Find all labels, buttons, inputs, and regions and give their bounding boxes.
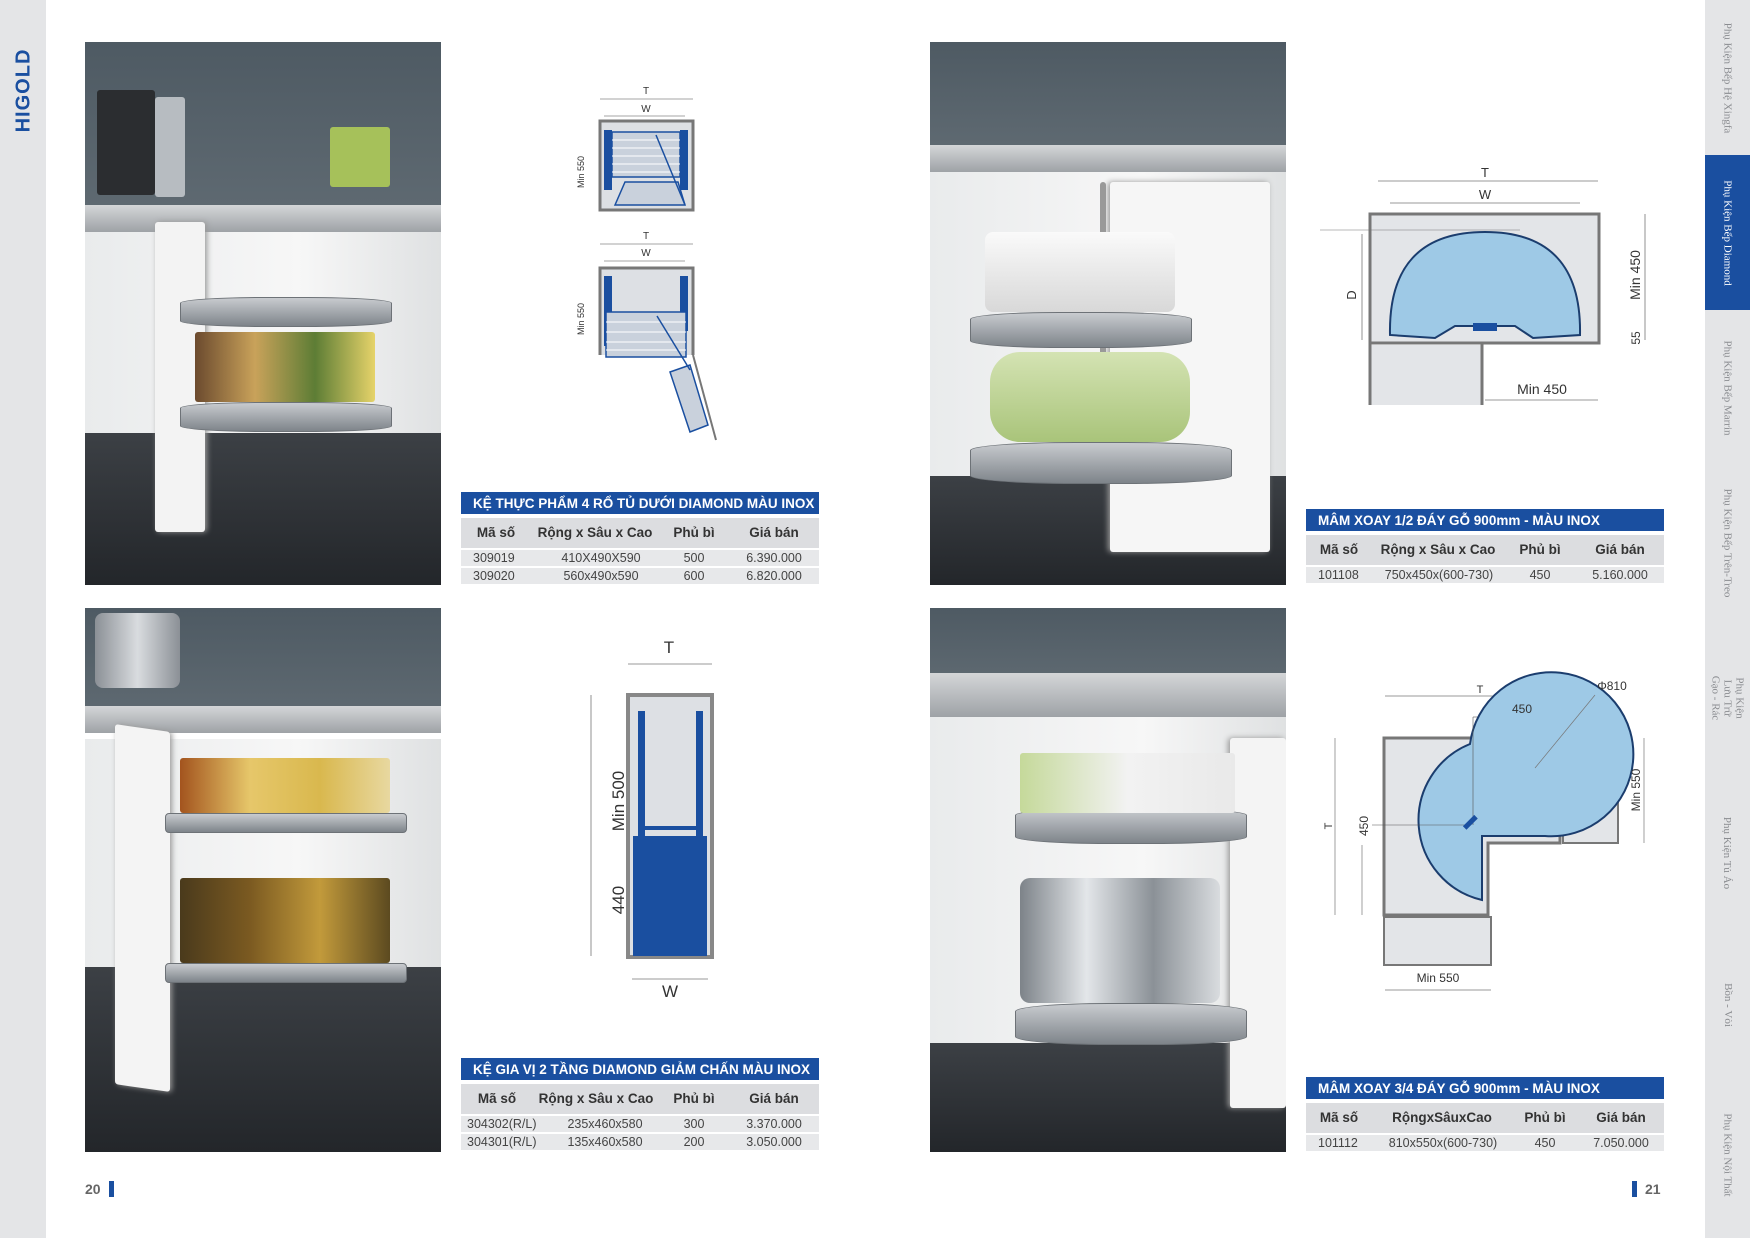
- section-tab-tu-ao[interactable]: Phụ Kiện Tủ Áo: [1721, 816, 1734, 889]
- higold-logo: HIGOLD: [12, 48, 35, 132]
- diagram-pantry-basket: T W Min 550 T W Min 550: [576, 86, 717, 441]
- svg-text:440: 440: [609, 886, 628, 914]
- section-tab-bon-voi[interactable]: Bồn - Vòi: [1721, 983, 1734, 1027]
- product-table-pantry-basket: KỆ THỰC PHẨM 4 RỔ TỦ DƯỚI DIAMOND MÀU IN…: [461, 492, 819, 584]
- product-photo-pantry-basket: [85, 42, 441, 585]
- svg-text:450: 450: [1512, 702, 1532, 716]
- svg-text:Min 550: Min 550: [1629, 768, 1643, 811]
- section-nav: Phụ Kiện Bếp Hệ Xingfa Phụ Kiện Bếp Diam…: [1705, 0, 1750, 1238]
- section-tab-diamond[interactable]: Phụ Kiện Bếp Diamond: [1705, 155, 1750, 310]
- svg-text:Min 500: Min 500: [609, 771, 628, 831]
- diagram-half-lazy-susan: T W D Min 450 55 Min 450: [1320, 165, 1646, 405]
- section-tab-noi-that[interactable]: Phụ Kiện Nội Thất: [1721, 1113, 1734, 1197]
- svg-text:Min 450: Min 450: [1517, 381, 1567, 397]
- product-title: MÂM XOAY 3/4 ĐÁY GỖ 900mm - MÀU INOX: [1306, 1077, 1664, 1099]
- product-photo-three-quarter-lazy-susan: [930, 608, 1286, 1152]
- product-table-three-quarter-lazy-susan: MÂM XOAY 3/4 ĐÁY GỖ 900mm - MÀU INOX Mã …: [1306, 1077, 1664, 1151]
- svg-text:T: T: [1481, 165, 1489, 180]
- section-tab-luu-tru[interactable]: Phụ Kiện Lưu Trữ Gạo - Rác: [1709, 675, 1746, 720]
- svg-text:Φ810: Φ810: [1597, 679, 1627, 693]
- svg-text:Min 550: Min 550: [1417, 971, 1460, 985]
- svg-text:T: T: [1477, 684, 1484, 696]
- product-title: KỆ GIA VỊ 2 TẦNG DIAMOND GIẢM CHẤN MÀU I…: [461, 1058, 819, 1080]
- product-photo-spice-rack: [85, 608, 441, 1152]
- product-title: KỆ THỰC PHẨM 4 RỔ TỦ DƯỚI DIAMOND MÀU IN…: [461, 492, 819, 514]
- svg-text:W: W: [662, 982, 678, 1001]
- left-margin-strip: [0, 0, 46, 1238]
- svg-text:T: T: [643, 86, 649, 97]
- product-table-spice-rack: KỆ GIA VỊ 2 TẦNG DIAMOND GIẢM CHẤN MÀU I…: [461, 1058, 819, 1150]
- section-tab-tren-treo[interactable]: Phụ Kiện Bếp Trên-Treo: [1721, 488, 1734, 597]
- svg-text:D: D: [1344, 290, 1359, 299]
- diagram-three-quarter-lazy-susan: T 450 Φ810 T 450 Min 550 Min 550: [1323, 671, 1645, 991]
- product-photo-half-lazy-susan: [930, 42, 1286, 585]
- svg-text:T: T: [664, 638, 674, 657]
- svg-text:Min 450: Min 450: [1627, 250, 1643, 300]
- svg-text:450: 450: [1357, 816, 1371, 836]
- diagram-spice-rack: T Min 500 440 W: [590, 638, 714, 1001]
- page-number-left: 20: [85, 1181, 114, 1197]
- svg-text:T: T: [1323, 822, 1335, 829]
- svg-text:W: W: [1479, 187, 1492, 202]
- product-title: MÂM XOAY 1/2 ĐÁY GỖ 900mm - MÀU INOX: [1306, 509, 1664, 531]
- svg-text:Min 550: Min 550: [576, 156, 586, 188]
- svg-text:55: 55: [1629, 331, 1643, 345]
- product-table-half-lazy-susan: MÂM XOAY 1/2 ĐÁY GỖ 900mm - MÀU INOX Mã …: [1306, 509, 1664, 583]
- section-tab-marrin[interactable]: Phụ Kiện Bếp Marrin: [1721, 339, 1734, 436]
- svg-text:W: W: [641, 104, 651, 115]
- svg-text:T: T: [643, 231, 649, 242]
- page-number-right: 21: [1632, 1181, 1661, 1197]
- section-tab-xingfa[interactable]: Phụ Kiện Bếp Hệ Xingfa: [1721, 22, 1734, 133]
- svg-text:W: W: [641, 248, 651, 259]
- svg-text:Min 550: Min 550: [576, 303, 586, 335]
